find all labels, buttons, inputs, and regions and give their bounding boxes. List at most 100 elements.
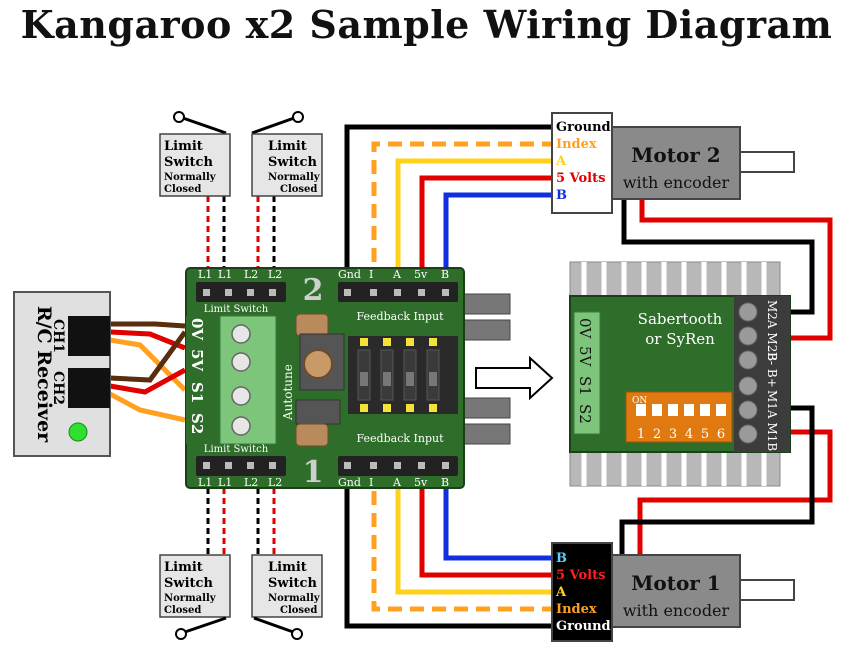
limit-label: Closed [164,184,201,195]
limit-switch-wires [206,196,276,555]
feedback-pin-top: 5v [414,268,428,281]
feedback-pin-top: Gnd [338,268,361,281]
motor1-shaft [737,579,795,601]
rc-receiver-wires [108,321,188,423]
motor2-connector [551,112,613,214]
limit-label: Normally [164,172,217,183]
motor1-signal-b: B [556,551,567,566]
motor1-subtitle: with encoder [623,601,730,620]
kangaroo-board: L1 L1 L2 L2 Limit Switch Limit Switch [185,267,511,490]
terminal-0v: 0V [188,318,206,340]
feedback-pin-bottom: 5v [414,476,428,489]
limit-label: Switch [268,155,317,170]
limit-label: Limit [268,560,307,575]
motor2-signal-index: Index [556,137,597,152]
channel-2-label: 2 [303,273,324,308]
motor1-title: Motor 1 [631,571,720,595]
dip-on-label: ON [632,396,647,406]
sabertooth-terminal-s1: S1 [576,376,594,396]
motor2-signal-b: B [556,188,567,203]
motor2-signal-ground: Ground [556,120,611,135]
dip-number: 2 [653,427,661,442]
motor2-signal-5v: 5 Volts [556,171,605,186]
motor2-shaft [737,151,795,173]
terminal-s2: S2 [188,413,206,434]
feedback-pin-top: B [441,268,449,281]
top-pin-label: L1 [198,268,212,281]
limit-label: Closed [164,605,201,616]
dip-number: 1 [637,427,645,442]
terminal-battery: B- B+ [765,352,779,388]
motor-power-wires [619,200,833,555]
limit-switch-top-right: Limit Switch Normally Closed [251,111,323,197]
limit-switch-bottom-left: Limit Switch Normally Closed [159,554,231,640]
limit-label: Switch [164,155,213,170]
connection-arrow [475,355,554,401]
motor1-signal-5v: 5 Volts [556,568,605,583]
channel-1-label: 1 [303,455,324,490]
feedback-pin-top: A [392,268,402,281]
terminal-s1: S1 [188,382,206,403]
motor2-encoder-wires [344,124,556,290]
limit-switch-top-left: Limit Switch Normally Closed [159,111,231,197]
motor1-encoder-wires [344,465,556,629]
sabertooth-terminal-s2: S2 [576,404,594,424]
ch2-label: CH2 [50,371,66,405]
limit-switch-bottom-label: Limit Switch [204,444,269,455]
bottom-pin-label: L1 [198,476,212,489]
limit-switch-bottom-right: Limit Switch Normally Closed [251,554,323,640]
bottom-pin-label: L2 [268,476,282,489]
terminal-5v: 5V [188,349,206,371]
motor1-signal-a: A [555,585,567,600]
bottom-pin-label: L1 [218,476,232,489]
diagram-title: Kangaroo x2 Sample Wiring Diagram [20,2,833,47]
feedback-pin-bottom: I [369,476,373,489]
sabertooth-label: Sabertooth [638,310,723,328]
bottom-pin-label: L2 [244,476,258,489]
feedback-input-top-label: Feedback Input [357,310,445,323]
motor-1: Motor 1 with encoder B 5 Volts A Index G… [551,542,795,642]
limit-label: Switch [164,576,213,591]
motor-2: Motor 2 with encoder Ground Index A 5 Vo… [551,112,795,214]
motor2-title: Motor 2 [631,143,720,167]
top-pin-label: L1 [218,268,232,281]
limit-label: Limit [268,139,307,154]
top-pin-label: L2 [268,268,282,281]
limit-label: Normally [268,172,321,183]
motor2-subtitle: with encoder [623,173,730,192]
feedback-pin-bottom: Gnd [338,476,361,489]
sabertooth-terminal-5v: 5V [576,346,594,368]
motor1-signal-ground: Ground [556,619,611,634]
feedback-pin-top: I [369,268,373,281]
limit-switch-top-label: Limit Switch [204,304,269,315]
dip-number: 3 [669,427,677,442]
limit-label: Switch [268,576,317,591]
motor1-signal-index: Index [556,602,597,617]
dip-number: 5 [701,427,709,442]
autotune-label: Autotune [281,364,295,421]
dip-number: 4 [685,427,693,442]
limit-label: Limit [164,560,203,575]
limit-label: Normally [164,593,217,604]
terminal-m1: M1A M1B [765,390,779,451]
limit-label: Closed [280,184,317,195]
dip-number: 6 [717,427,725,442]
limit-label: Normally [268,593,321,604]
status-led [68,422,88,442]
ch1-connector [68,316,110,356]
motor1-connector [551,542,613,642]
rc-receiver: R/C Receiver CH1 CH2 [13,291,111,457]
ch2-connector [68,368,110,408]
limit-label: Closed [280,605,317,616]
sabertooth-terminal-0v: 0V [576,318,594,340]
feedback-pin-bottom: B [441,476,449,489]
top-pin-label: L2 [244,268,258,281]
terminal-m2: M2A M2B [765,300,779,361]
sabertooth-label: or SyRen [645,330,715,348]
feedback-input-bottom-label: Feedback Input [357,432,445,445]
motor2-signal-a: A [555,154,567,169]
sabertooth-board: 0V 5V S1 S2 Sabertooth or SyRen ON 1 2 3… [569,261,791,487]
limit-label: Limit [164,139,203,154]
